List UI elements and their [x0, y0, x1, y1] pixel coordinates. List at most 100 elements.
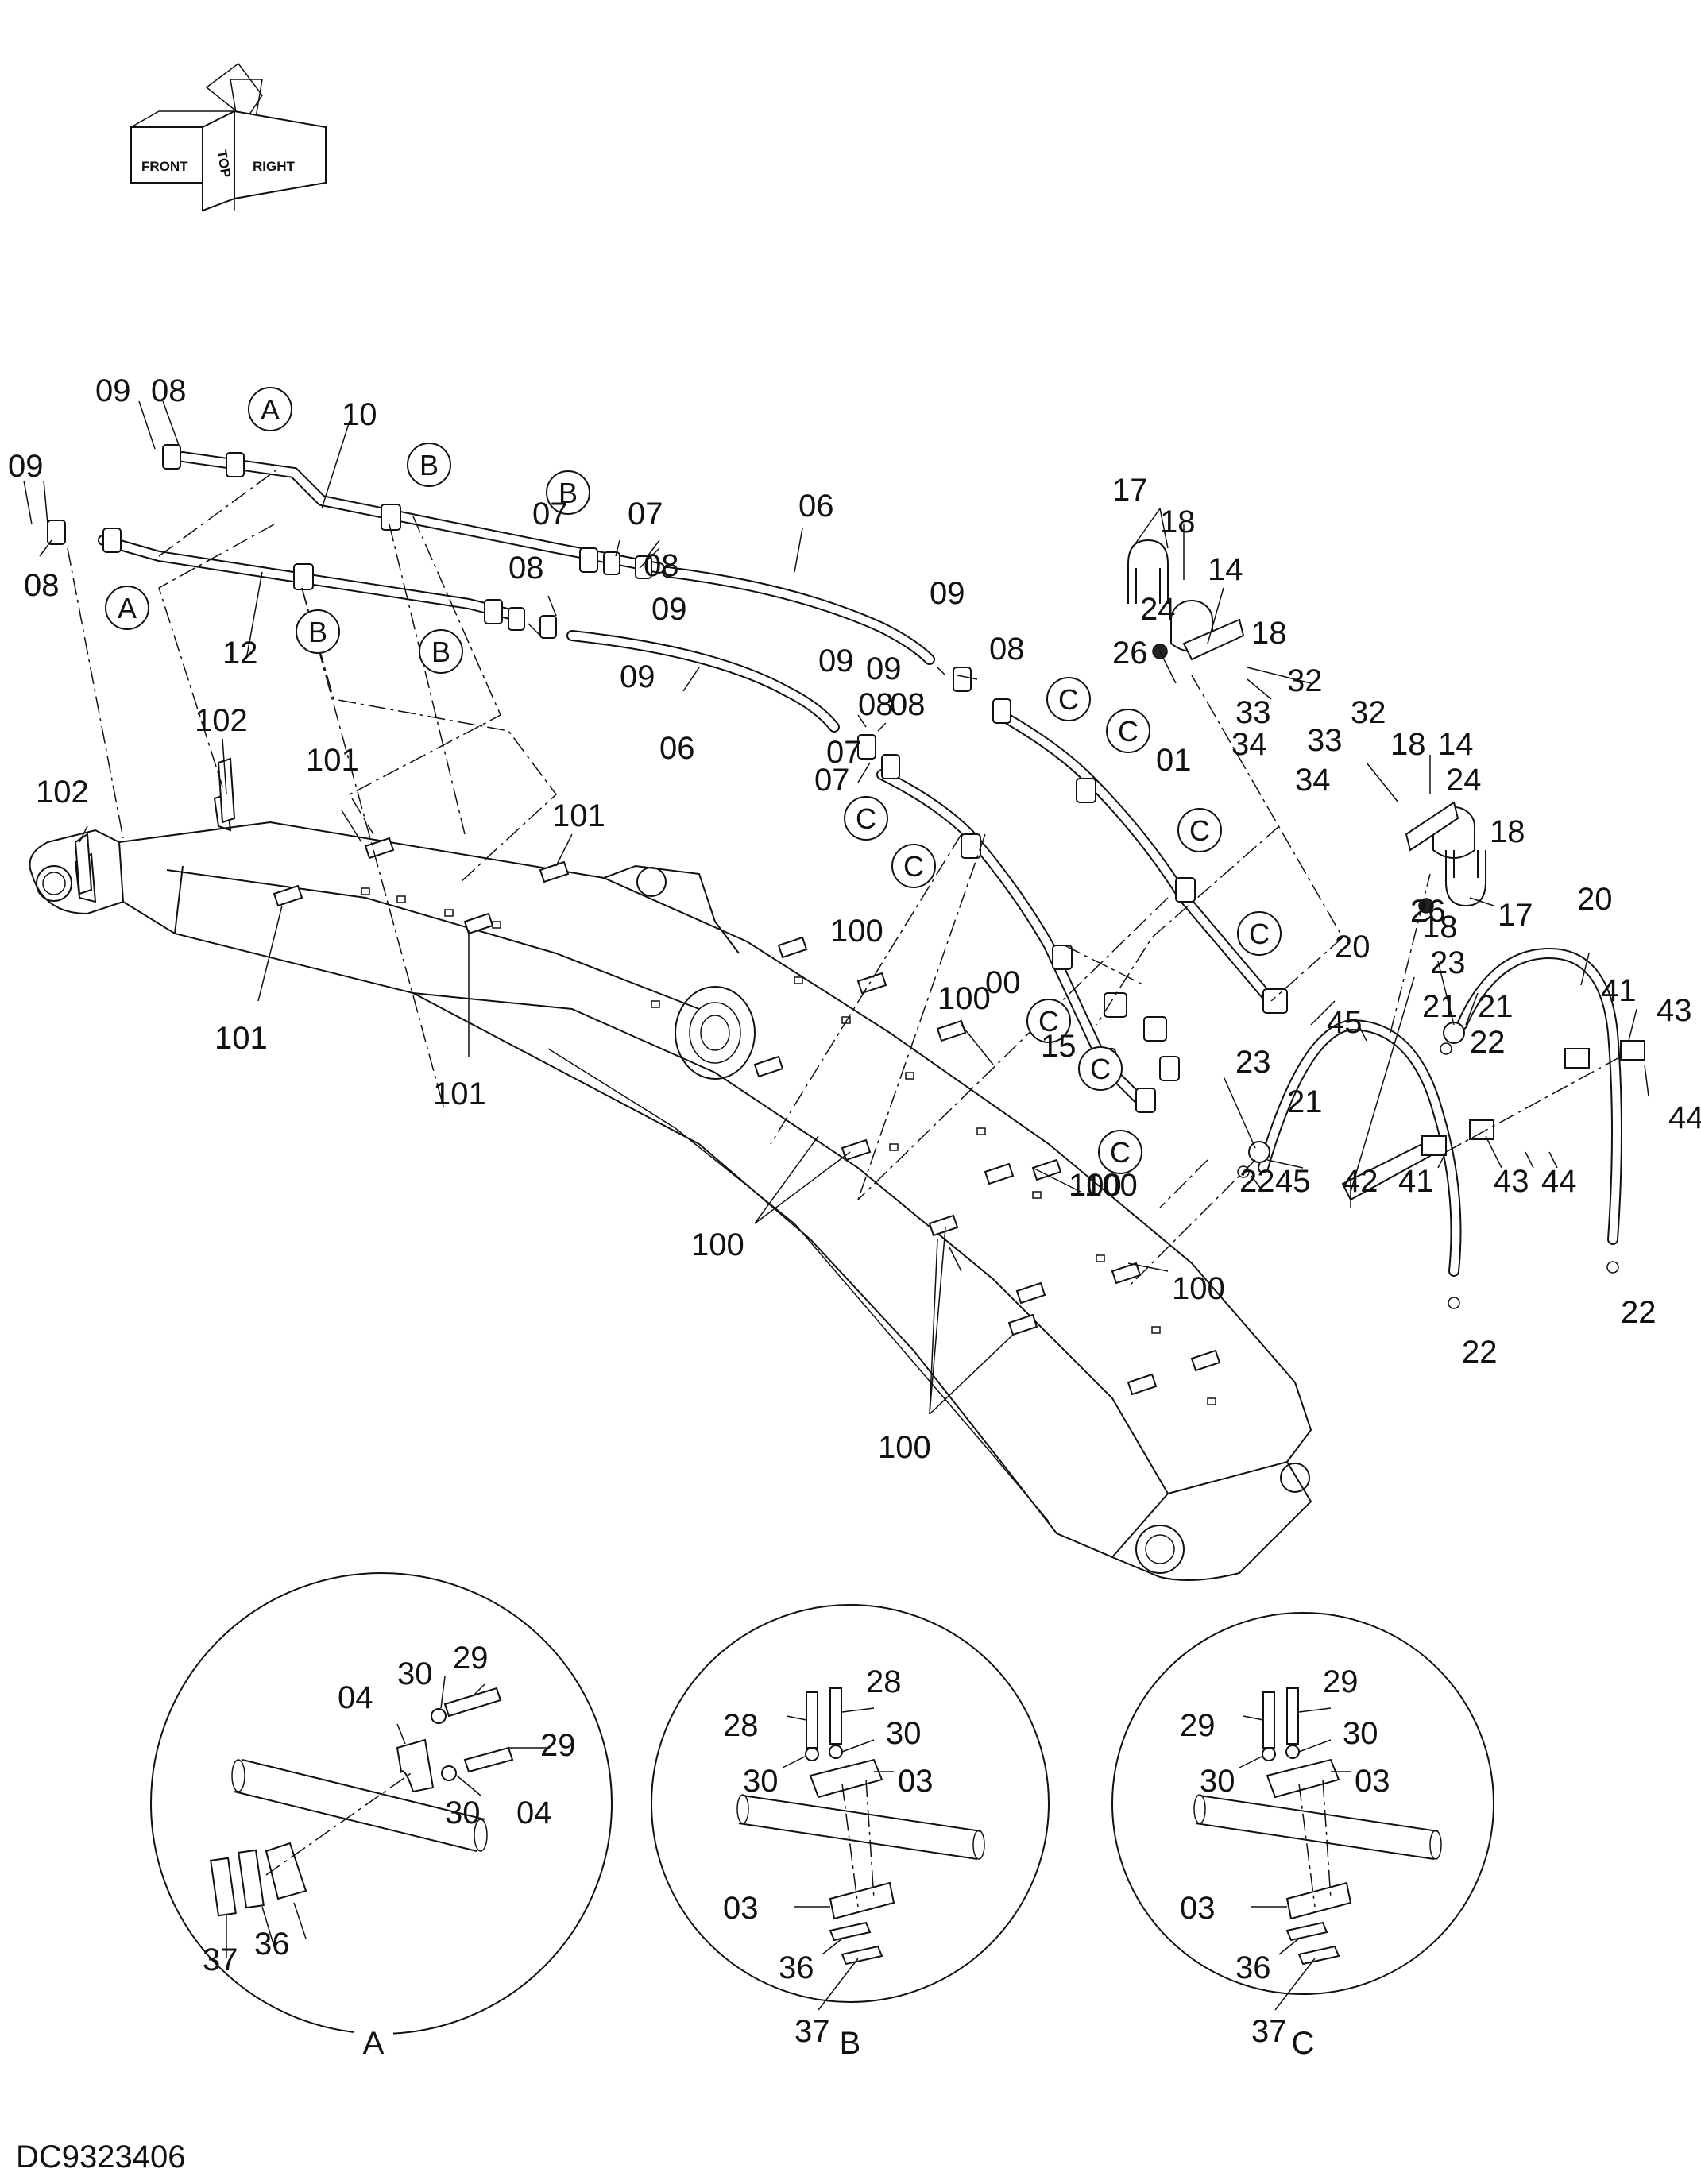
detail-caption: B — [840, 2026, 861, 2061]
detail-part-label: 30 — [1343, 1716, 1378, 1751]
detail-part-label: 28 — [723, 1708, 759, 1743]
part-number-label: 44 — [1541, 1164, 1577, 1199]
callout-letter: C — [1110, 1136, 1131, 1169]
part-number-label: 100 — [1069, 1168, 1122, 1203]
callout-circle — [1237, 911, 1282, 956]
detail-part-label: 29 — [1323, 1664, 1359, 1699]
part-number-label: 26 — [1410, 894, 1446, 929]
callout-c13: C — [1026, 999, 1071, 1043]
callout-c14: C — [1078, 1046, 1123, 1091]
part-number-label: 34 — [1231, 727, 1267, 762]
part-number-label: 08 — [644, 548, 679, 583]
part-number-label: 102 — [195, 703, 248, 738]
part-number-label: 09 — [651, 592, 687, 627]
part-number-label: 100 — [1172, 1271, 1225, 1306]
leader-lines — [23, 400, 1649, 1415]
part-number-label: 23 — [1430, 945, 1466, 980]
detail-part-label: 30 — [1200, 1764, 1235, 1799]
callout-circle — [1177, 808, 1222, 852]
compass-right-label: RIGHT — [253, 159, 296, 174]
part-number-label: 15 — [1041, 1029, 1077, 1064]
orientation-compass: FRONT TOP RIGHT — [130, 62, 327, 212]
part-number-label: 18 — [1251, 616, 1287, 651]
part-number-label: 41 — [1398, 1164, 1434, 1199]
part-number-label: 18 — [1390, 727, 1426, 762]
callout-circle — [248, 387, 292, 431]
detail-caption: A — [363, 2026, 385, 2061]
phantom-lines — [67, 468, 1622, 1288]
callout-c6: B — [419, 629, 463, 674]
callout-circle — [844, 796, 888, 841]
part-number-label: 43 — [1494, 1164, 1529, 1199]
detail-caption: C — [1292, 2026, 1315, 2061]
part-number-label: 14 — [1208, 552, 1243, 587]
part-number-label: 08 — [890, 687, 926, 722]
detail-part-label: 28 — [866, 1664, 902, 1699]
callout-circle — [105, 586, 149, 630]
part-number-label: 33 — [1307, 723, 1343, 758]
part-number-label: 18 — [1490, 814, 1525, 849]
part-number-label: 09 — [866, 651, 902, 686]
part-number-label: 10 — [342, 397, 377, 432]
detail-part-label: 03 — [898, 1764, 934, 1799]
part-number-label: 22 — [1470, 1025, 1506, 1060]
part-number-label: 41 — [1601, 973, 1637, 1008]
callout-letter: C — [1249, 918, 1270, 950]
detail-part-label: 36 — [1235, 1950, 1271, 1985]
part-number-label: 100 — [830, 914, 883, 949]
detail-part-label: 29 — [540, 1728, 576, 1763]
part-number-label: 26 — [1112, 636, 1148, 671]
detail-part-label: 04 — [338, 1680, 373, 1715]
detail-part-label: 37 — [794, 2014, 830, 2049]
part-number-label: 17 — [1112, 473, 1148, 508]
callout-circle — [546, 470, 590, 515]
boom-structure — [29, 793, 1312, 1581]
callout-c11: C — [891, 844, 936, 888]
callout-c1: A — [248, 387, 292, 431]
callout-c4: B — [546, 470, 590, 515]
part-number-label: 44 — [1668, 1100, 1701, 1135]
detail-part-label: 03 — [723, 1891, 759, 1926]
detail-part-label: 36 — [779, 1950, 814, 1985]
callout-c7: C — [1046, 677, 1091, 721]
drawing-code: DC9323406 — [16, 2140, 186, 2174]
part-number-label: 08 — [508, 551, 544, 586]
detail-part-label: 04 — [516, 1796, 552, 1830]
callout-letter: B — [431, 636, 450, 668]
callout-letter: C — [1118, 715, 1139, 748]
callout-letter: B — [419, 449, 439, 481]
callout-c3: B — [407, 443, 451, 487]
part-number-label: 09 — [930, 576, 965, 611]
detail-part-label: 30 — [743, 1764, 779, 1799]
compass-front-label: FRONT — [141, 159, 188, 174]
callout-letter: C — [856, 802, 876, 835]
detail-part-label: 03 — [1180, 1891, 1216, 1926]
part-number-label: 45 — [1327, 1005, 1363, 1040]
part-number-label: 22 — [1462, 1335, 1498, 1370]
detail-part-label: 37 — [1251, 2014, 1287, 2049]
part-number-label: 101 — [215, 1021, 268, 1056]
part-number-label: 34 — [1295, 763, 1331, 798]
part-number-label: 101 — [552, 798, 605, 833]
part-number-label: 21 — [1422, 989, 1458, 1024]
part-number-label: 24 — [1140, 592, 1176, 627]
detail-part-label: 30 — [445, 1796, 481, 1830]
callout-circle — [1098, 1130, 1142, 1174]
callout-letter: B — [559, 477, 578, 509]
detail-view-a — [150, 1572, 613, 2035]
part-number-label: 06 — [798, 489, 834, 524]
detail-part-label: 03 — [1355, 1764, 1390, 1799]
callout-c9: C — [844, 796, 888, 841]
part-number-label: 32 — [1351, 695, 1386, 730]
part-number-label: 101 — [433, 1077, 486, 1111]
part-number-label: 07 — [532, 497, 568, 532]
part-number-label: 14 — [1438, 727, 1474, 762]
callout-circle — [407, 443, 451, 487]
part-number-label: 21 — [1287, 1084, 1323, 1119]
part-number-label: 09 — [818, 644, 854, 678]
callout-circle — [1106, 709, 1150, 753]
